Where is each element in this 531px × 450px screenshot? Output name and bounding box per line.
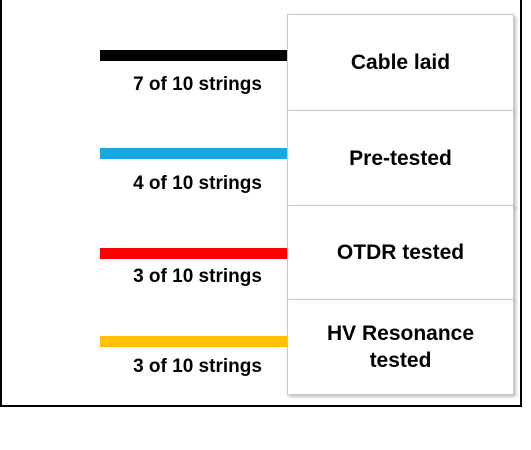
hv-resonance-tested-label: HV Resonance tested [326, 322, 475, 372]
otdr-tested-count: 3 of 10 strings [133, 266, 262, 287]
cable-laid-count: 7 of 10 strings [133, 74, 262, 95]
pre-tested-label: Pre-tested [349, 147, 452, 170]
hv-resonance-tested-label-box: HV Resonance tested [287, 299, 514, 395]
pre-tested-label-box: Pre-tested [287, 110, 514, 207]
otdr-tested-swatch [100, 248, 287, 259]
pre-tested-count: 4 of 10 strings [133, 173, 262, 194]
cable-laid-swatch [100, 50, 287, 61]
cable-laid-label: Cable laid [350, 51, 451, 74]
pre-tested-swatch [100, 148, 287, 159]
hv-resonance-tested-count: 3 of 10 strings [133, 356, 262, 377]
hv-resonance-tested-swatch [100, 336, 287, 347]
cable-laid-label-box: Cable laid [287, 14, 514, 111]
legend-frame [0, 0, 522, 407]
otdr-tested-label: OTDR tested [336, 241, 465, 264]
otdr-tested-label-box: OTDR tested [287, 205, 514, 300]
